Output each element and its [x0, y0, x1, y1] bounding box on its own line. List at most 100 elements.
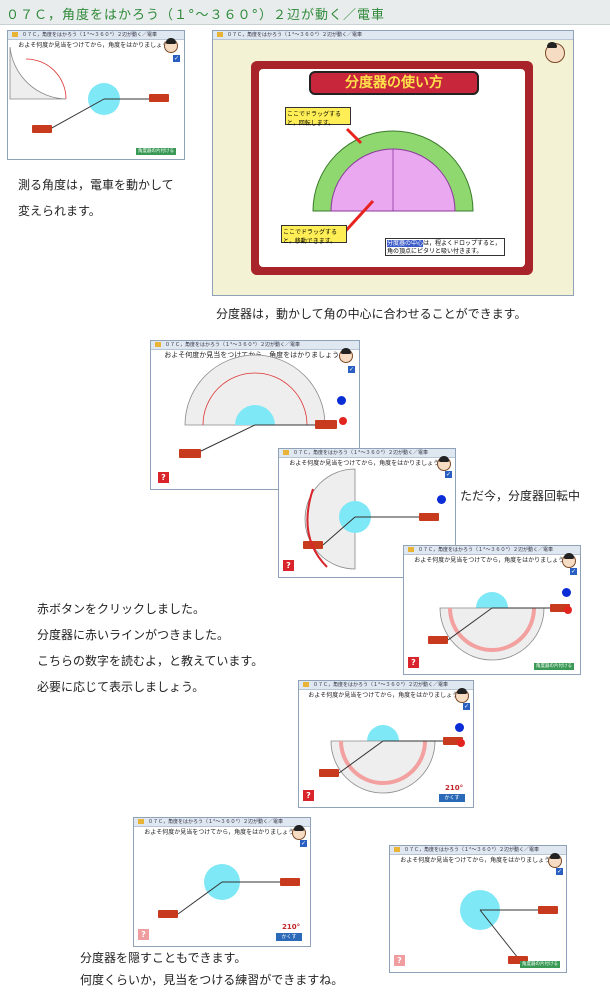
protractor-scale [25, 58, 67, 100]
app-icon [138, 819, 144, 824]
protractor[interactable] [9, 46, 67, 100]
window-title: ０７Ｃ，角度をはかろう（１°～３６０°）２辺が動く／電車 [22, 32, 158, 38]
caption-hide-1: 分度器を隠すこともできます。 [80, 951, 247, 965]
app-icon [217, 32, 223, 37]
protractor[interactable] [330, 740, 436, 794]
red-line-dot[interactable] [457, 739, 465, 747]
caption-measure-2: 変えられます。 [18, 204, 101, 218]
rotate-arrow-icon [306, 488, 328, 568]
character-face-icon [292, 825, 306, 840]
red-line-dot[interactable] [339, 417, 347, 425]
help-button[interactable]: ? [138, 929, 149, 940]
train-icon[interactable] [158, 910, 178, 918]
pen-icon[interactable]: ✓ [173, 55, 180, 62]
window-titlebar: ０７Ｃ，角度をはかろう（１°～３６０°）２辺が動く／電車 [299, 681, 473, 690]
protractor-toggle-button[interactable]: 角度器の片付ける [520, 961, 560, 968]
instruction-text: およそ何度か見当をつけてから，角度をはかりましょう。 [18, 42, 174, 49]
angle-scene [158, 864, 300, 918]
window-title: ０７Ｃ，角度をはかろう（１°～３６０°）２辺が動く／電車 [418, 547, 554, 553]
app-window-6: ０７Ｃ，角度をはかろう（１°～３６０°）２辺が動く／電車 およそ何度か見当をつけ… [298, 680, 474, 808]
page-title: ０７Ｃ，角度をはかろう（１°～３６０°）２辺が動く／電車 [6, 8, 386, 23]
pen-icon[interactable]: ✓ [570, 568, 577, 575]
train-icon[interactable] [149, 94, 169, 102]
hide-show-button[interactable]: かくす [276, 933, 302, 941]
instruction-text: およそ何度か見当をつけてから，角度をはかりましょう。 [289, 460, 445, 467]
caption-rotating: ただ今，分度器回転中 [460, 489, 581, 503]
angle-scene [179, 354, 337, 458]
help-button[interactable]: ? [408, 657, 419, 668]
caption-red-1: 赤ボタンをクリックしました。 [37, 602, 206, 616]
character-face-icon [548, 853, 562, 868]
window-titlebar: ０７Ｃ，角度をはかろう（１°～３６０°）２辺が動く／電車 [8, 31, 184, 40]
help-button[interactable]: ? [158, 472, 169, 483]
red-line-dot[interactable] [564, 606, 572, 614]
window-titlebar: ０７Ｃ，角度をはかろう（１°～３６０°）２辺が動く／電車 [134, 818, 310, 827]
caption-measure-1: 測る角度は，電車を動かして [18, 178, 174, 192]
note-rotate: ここでドラッグすると，回転します。 [285, 107, 351, 127]
window-title: ０７Ｃ，角度をはかろう（１°～３６０°）２辺が動く／電車 [148, 819, 284, 825]
angle-side-2 [447, 607, 493, 641]
app-window-5: ０７Ｃ，角度をはかろう（１°～３６０°）２辺が動く／電車 およそ何度か見当をつけ… [403, 545, 581, 675]
angle-scene [428, 592, 570, 661]
window-titlebar: ０７Ｃ，角度をはかろう（１°～３６０°）２辺が動く／電車 [279, 449, 455, 458]
pen-icon[interactable]: ✓ [300, 840, 307, 847]
train-icon[interactable] [538, 906, 558, 914]
window-titlebar: ０７Ｃ，角度をはかろう（１°～３６０°）２辺が動く／電車 [404, 546, 580, 555]
character-face-icon [545, 42, 565, 63]
protractor[interactable] [439, 607, 545, 661]
protractor-toggle-button[interactable]: 角度器の片付ける [136, 148, 176, 155]
window-title: ０７Ｃ，角度をはかろう（１°～３６０°）２辺が動く／電車 [165, 342, 301, 348]
angle-scene [460, 890, 558, 964]
app-window-1: ０７Ｃ，角度をはかろう（１°～３６０°）２辺が動く／電車 およそ何度か見当をつけ… [7, 30, 185, 160]
window-title: ０７Ｃ，角度をはかろう（１°～３６０°）２辺が動く／電車 [293, 450, 429, 456]
app-icon [303, 682, 309, 687]
caption-red-2: 分度器に赤いラインがつきました。 [37, 628, 230, 642]
note-drop-highlight: 分度器の中心 [387, 240, 424, 247]
blue-rotate-dot[interactable] [562, 588, 571, 597]
instruction-text: およそ何度か見当をつけてから，角度をはかりましょう。 [144, 829, 300, 836]
train-icon[interactable] [428, 636, 448, 644]
pen-icon[interactable]: ✓ [556, 868, 563, 875]
window-title: ０７Ｃ，角度をはかろう（１°～３６０°）２辺が動く／電車 [313, 682, 449, 688]
app-window-7: ０７Ｃ，角度をはかろう（１°～３６０°）２辺が動く／電車 およそ何度か見当をつけ… [133, 817, 311, 947]
window-titlebar: ０７Ｃ，角度をはかろう（１°～３６０°）２辺が動く／電車 [213, 31, 573, 40]
instruction-text: およそ何度か見当をつけてから，角度をはかりましょう。 [400, 857, 556, 864]
blue-rotate-dot[interactable] [337, 396, 346, 405]
app-window-8: ０７Ｃ，角度をはかろう（１°～３６０°）２辺が動く／電車 およそ何度か見当をつけ… [389, 845, 567, 973]
app-icon [283, 450, 289, 455]
character-face-icon [455, 688, 469, 703]
window-titlebar: ０７Ｃ，角度をはかろう（１°～３６０°）２辺が動く／電車 [390, 846, 566, 855]
protractor[interactable] [184, 354, 326, 426]
train-icon[interactable] [419, 513, 439, 521]
pen-icon[interactable]: ✓ [463, 703, 470, 710]
app-icon [394, 847, 400, 852]
train-icon[interactable] [319, 769, 339, 777]
character-face-icon [437, 456, 451, 471]
angle-side-2 [49, 98, 105, 130]
angle-side-2 [322, 516, 356, 546]
train-icon[interactable] [32, 125, 52, 133]
pen-icon[interactable]: ✓ [348, 366, 355, 373]
hide-show-button[interactable]: かくす [439, 794, 465, 802]
protractor-scale [202, 372, 308, 426]
manual-protractor [312, 127, 474, 238]
angle-side-2 [338, 740, 384, 774]
character-face-icon [562, 553, 576, 568]
pen-icon[interactable]: ✓ [445, 471, 452, 478]
app-window-manual: ０７Ｃ，角度をはかろう（１°～３６０°）２辺が動く／電車 分度器の使い方 ここで… [212, 30, 574, 296]
angle-reading: 210° [445, 784, 464, 792]
caption-red-4: 必要に応じて表示しましょう。 [37, 680, 205, 694]
protractor-toggle-button[interactable]: 角度器の片付ける [534, 663, 574, 670]
instruction-text: およそ何度か見当をつけてから，角度をはかりましょう。 [414, 557, 570, 564]
protractor-red-line [339, 740, 427, 785]
blue-rotate-dot[interactable] [455, 723, 464, 732]
blue-rotate-dot[interactable] [437, 495, 446, 504]
train-icon[interactable] [179, 449, 201, 458]
train-icon[interactable] [280, 878, 300, 886]
help-button[interactable]: ? [283, 560, 294, 571]
help-button[interactable]: ? [394, 955, 405, 966]
train-icon[interactable] [315, 420, 337, 429]
help-button[interactable]: ? [303, 790, 314, 801]
window-titlebar: ０７Ｃ，角度をはかろう（１°～３６０°）２辺が動く／電車 [151, 341, 359, 350]
note-drop-text: は，程よくドロップすると，角の頂点にピタリと吸い付きます。 [387, 240, 501, 255]
